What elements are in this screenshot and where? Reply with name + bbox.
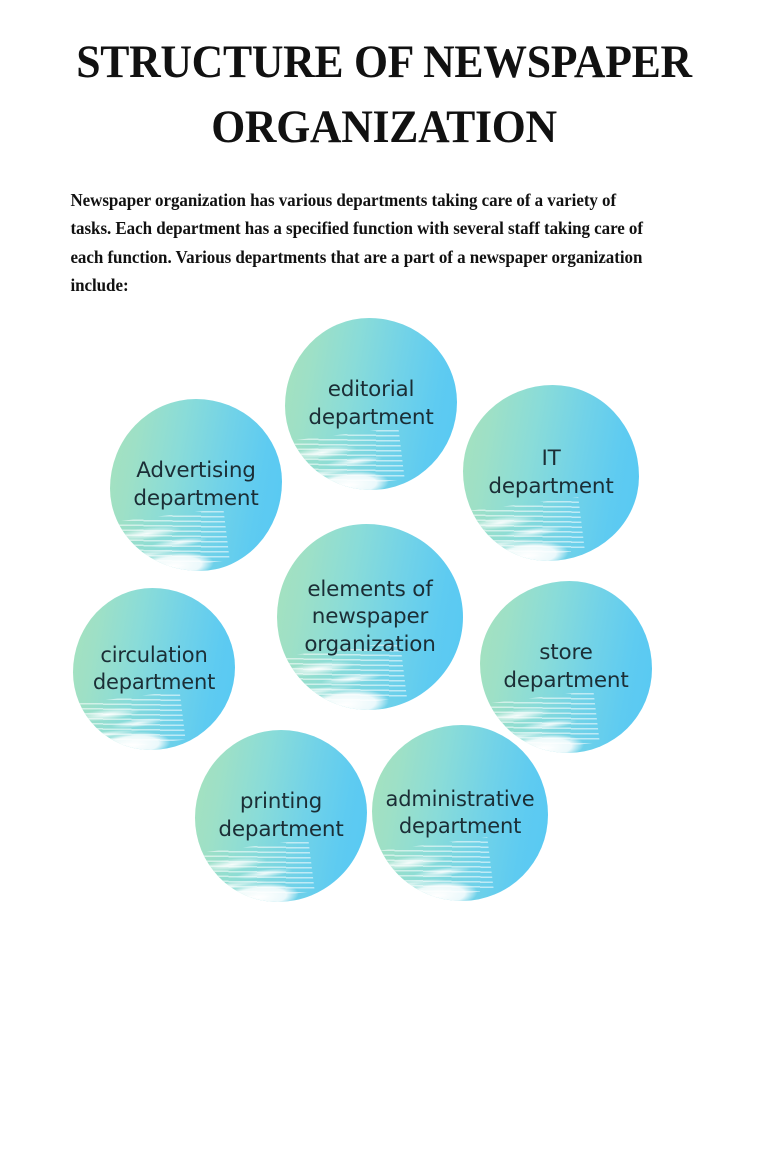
bubble-center-elements-of-newspaper-organization[interactable]: elements of newspaper organization — [277, 524, 463, 710]
page-title-line-1: STRUCTURE OF NEWSPAPER — [76, 36, 692, 88]
bubble-label-store: store department — [497, 639, 634, 694]
bubble-label-line: newspaper — [311, 604, 429, 630]
bubble-label-circulation: circulation department — [87, 642, 221, 696]
bubble-label-center: elements of newspaper organization — [298, 576, 441, 659]
bubble-it-department[interactable]: IT department — [463, 385, 639, 561]
watercolor-circle-icon — [110, 399, 282, 571]
bubble-label-printing: printing department — [212, 788, 349, 843]
bubble-label-editorial: editorial department — [302, 376, 439, 431]
bubble-advertising-department[interactable]: Advertising department — [110, 399, 282, 571]
bubble-editorial-department[interactable]: editorial department — [285, 318, 457, 490]
bubble-label-line: department — [92, 670, 216, 694]
bubble-label-it: IT department — [482, 445, 619, 500]
bubble-store-department[interactable]: store department — [480, 581, 652, 753]
watercolor-circle-icon — [372, 725, 548, 901]
bubble-label-line: department — [133, 486, 259, 511]
watercolor-circle-icon — [195, 730, 367, 902]
watercolor-circle-icon — [73, 588, 235, 750]
bubble-label-line: elements of — [307, 576, 433, 602]
bubble-label-line: printing — [239, 789, 323, 815]
page-title: STRUCTURE OF NEWSPAPER ORGANIZATION — [27, 0, 741, 160]
watercolor-circle-icon — [463, 385, 639, 561]
bubble-label-line: organization — [304, 631, 436, 657]
bubble-label-line: department — [218, 817, 344, 842]
bubble-printing-department[interactable]: printing department — [195, 730, 367, 902]
intro-paragraph: Newspaper organization has various depar… — [70, 189, 643, 296]
bubble-label-line: department — [398, 814, 522, 838]
bubble-label-line: IT — [541, 446, 561, 472]
bubble-label-line: administrative — [385, 787, 535, 812]
bubble-label-line: Advertising — [136, 458, 256, 484]
bubble-circulation-department[interactable]: circulation department — [73, 588, 235, 750]
bubble-label-line: department — [503, 668, 629, 693]
bubble-label-advertising: Advertising department — [127, 457, 264, 512]
page-title-line-2: ORGANIZATION — [211, 100, 557, 153]
bubble-administrative-department[interactable]: administrative department — [372, 725, 548, 901]
bubble-label-line: editorial — [327, 377, 415, 403]
bubble-diagram: editorial department IT department Adver… — [0, 300, 768, 920]
bubble-label-administrative: administrative department — [380, 786, 541, 840]
bubble-label-line: circulation — [100, 643, 208, 668]
watercolor-circle-icon — [277, 524, 463, 710]
watercolor-circle-icon — [480, 581, 652, 753]
watercolor-circle-icon — [285, 318, 457, 490]
bubble-label-line: store — [539, 640, 593, 666]
bubble-label-line: department — [308, 405, 434, 430]
bubble-label-line: department — [488, 474, 614, 499]
